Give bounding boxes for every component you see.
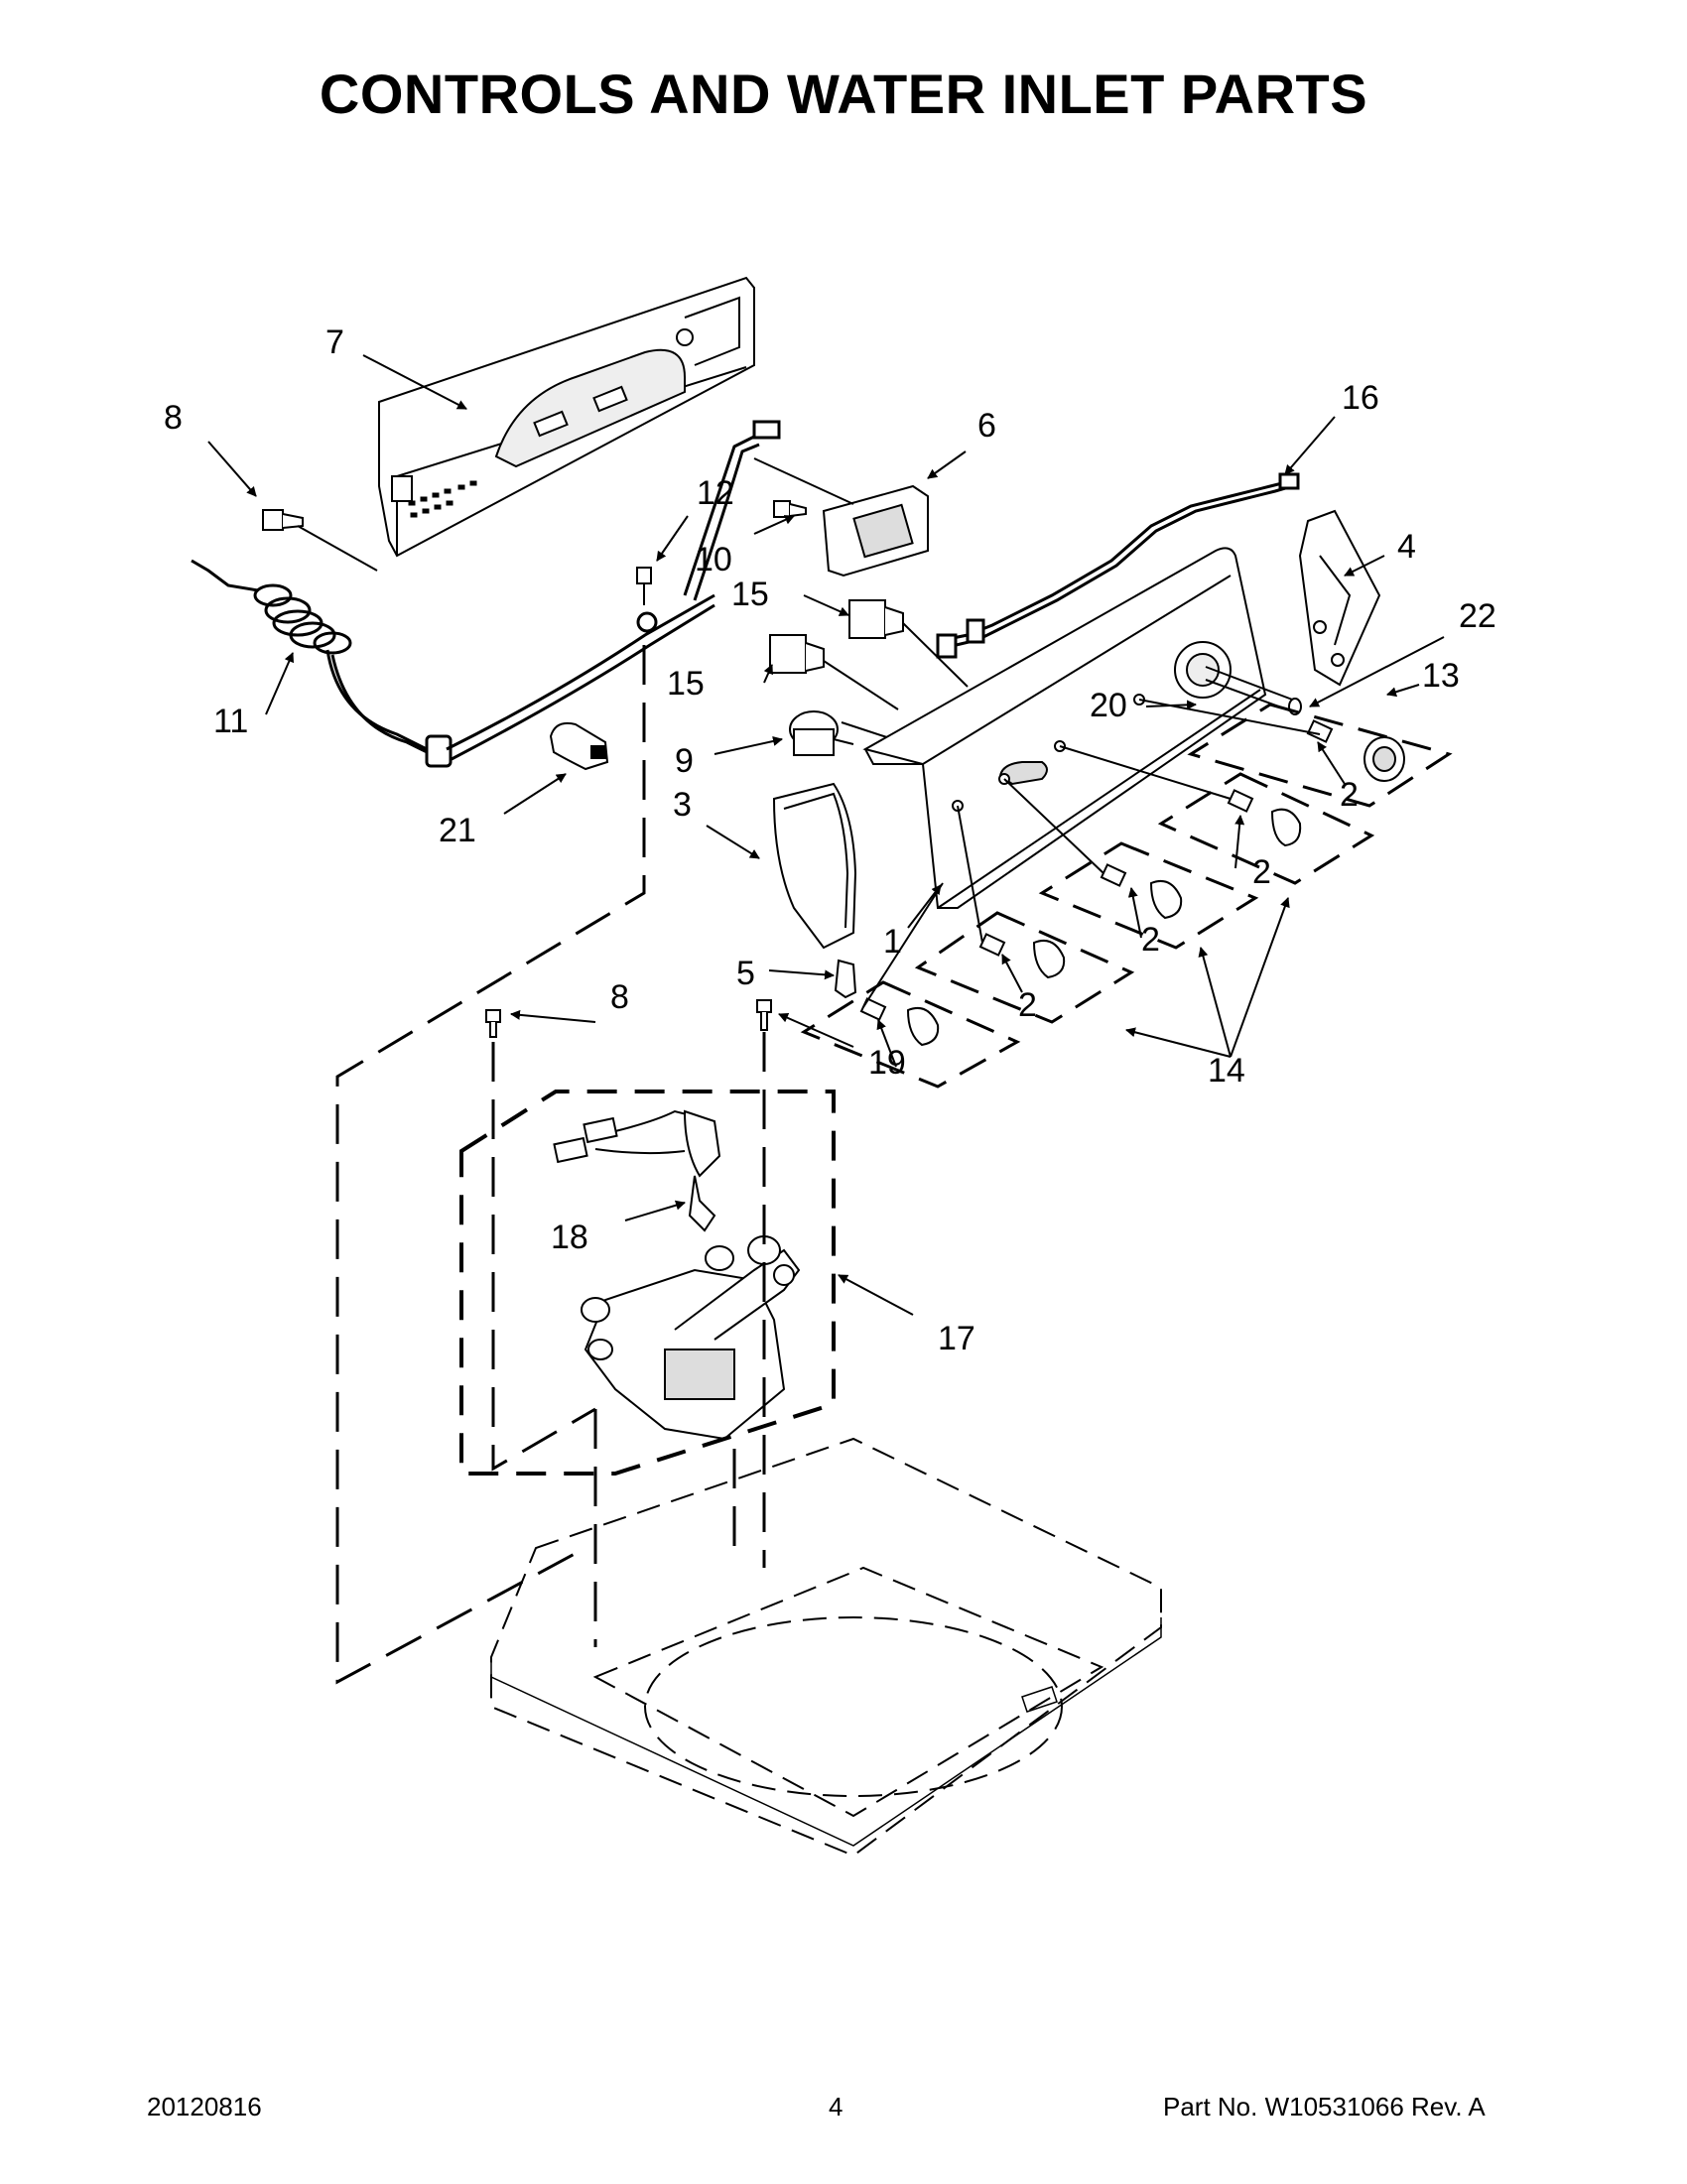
callout-10: 10	[695, 541, 732, 578]
part-15-switch-lower	[769, 634, 899, 710]
footer-part-number: Part No. W10531066 Rev. A	[1163, 2092, 1486, 2121]
part-3-dispenser	[772, 782, 857, 950]
callout-8-top: 8	[164, 399, 183, 437]
callout-7: 7	[325, 323, 344, 361]
part-2-knob-b	[1100, 863, 1183, 920]
part-8-screw-top	[262, 509, 378, 572]
part-14-knob-groups	[800, 703, 1453, 1089]
callout-12: 12	[697, 474, 734, 512]
part-18-harness	[553, 1109, 721, 1232]
part-19-screw	[756, 999, 772, 1031]
part-4-end-cap	[1298, 509, 1381, 687]
callout-18: 18	[551, 1219, 588, 1256]
part-10-screw	[773, 500, 807, 518]
part-8-screw-lower	[485, 1009, 501, 1038]
callout-labels: 7 8 12 6 16 10 15 15 4 22 13 20 11 21 9 …	[164, 323, 1496, 1357]
callout-13: 13	[1422, 657, 1460, 695]
part-1-console	[862, 547, 1267, 909]
part-2-knob-a	[1227, 789, 1302, 847]
callout-22: 22	[1459, 597, 1496, 635]
callout-17: 17	[938, 1320, 975, 1357]
callout-6: 6	[977, 407, 996, 445]
part-6-control-board	[753, 457, 929, 578]
callout-20: 20	[1090, 687, 1127, 724]
callout-4: 4	[1397, 528, 1416, 566]
part-12-screw	[636, 567, 652, 605]
callout-8-lower: 8	[610, 978, 629, 1016]
callout-arrows	[207, 354, 1445, 1316]
cabinet-top	[490, 1437, 1162, 1858]
part-2-knob-c	[978, 933, 1066, 979]
page-title: CONTROLS AND WATER INLET PARTS	[319, 63, 1368, 125]
callout-2-b: 2	[1340, 776, 1359, 814]
part-11-power-cord	[191, 420, 781, 768]
callout-5: 5	[736, 955, 755, 992]
part-9-pressure-switch	[789, 710, 909, 756]
callout-1: 1	[883, 923, 902, 961]
part-2-knob-d	[859, 997, 940, 1047]
part-21-clip	[549, 721, 609, 771]
part-17-water-valve	[581, 1235, 801, 1441]
callout-15-upper: 15	[731, 576, 769, 613]
callout-16: 16	[1342, 379, 1379, 417]
callout-2-c: 2	[1252, 853, 1271, 891]
part-15-switch-upper	[848, 599, 969, 688]
callout-15-lower: 15	[667, 665, 705, 703]
callout-21: 21	[439, 812, 476, 849]
part-7-rear-panel	[378, 276, 755, 558]
callout-11: 11	[213, 703, 248, 740]
assembly-lines	[335, 645, 766, 1685]
callout-9: 9	[675, 742, 694, 780]
callout-3: 3	[673, 786, 692, 824]
callout-2-e: 2	[1018, 986, 1037, 1024]
part-16-wire-harness	[936, 472, 1300, 659]
part-5-clip	[834, 959, 857, 999]
footer-date: 20120816	[147, 2092, 262, 2121]
cabinet-top-solid	[490, 1617, 1162, 1847]
callout-14: 14	[1208, 1052, 1245, 1090]
valve-assembly-box	[459, 1090, 836, 1476]
footer-page-number: 4	[829, 2092, 844, 2121]
callout-2-d: 2	[1141, 921, 1160, 959]
callout-19: 19	[868, 1044, 906, 1082]
